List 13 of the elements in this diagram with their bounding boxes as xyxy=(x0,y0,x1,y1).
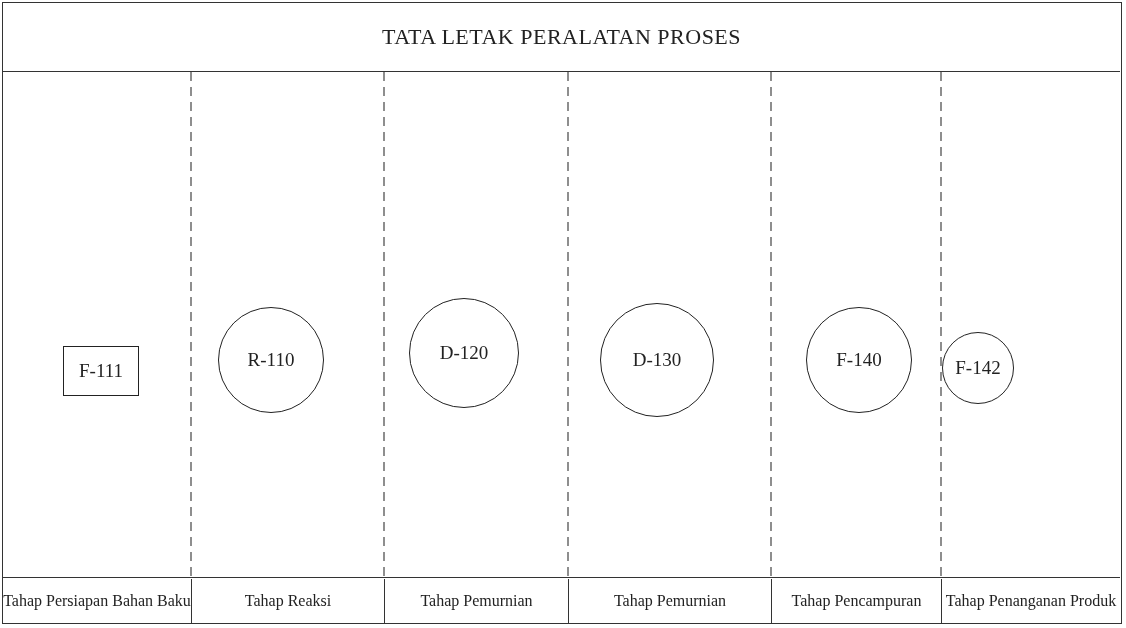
equipment-circle: F-142 xyxy=(942,332,1014,404)
equipment-circle: D-130 xyxy=(600,303,714,417)
stage-label: Tahap Pencampuran xyxy=(771,579,941,623)
stage-label: Tahap Penanganan Produk xyxy=(941,579,1120,623)
equipment-circle: D-120 xyxy=(409,298,519,408)
stage-label: Tahap Pemurnian xyxy=(384,579,568,623)
equipment-box: F-111 xyxy=(63,346,139,396)
stage-label: Tahap Reaksi xyxy=(191,579,384,623)
stage-label: Tahap Pemurnian xyxy=(568,579,771,623)
table-title: TATA LETAK PERALATAN PROSES xyxy=(3,3,1120,72)
equipment-circle: R-110 xyxy=(218,307,324,413)
stage-label: Tahap Persiapan Bahan Baku xyxy=(3,591,191,612)
equipment-circle: F-140 xyxy=(806,307,912,413)
